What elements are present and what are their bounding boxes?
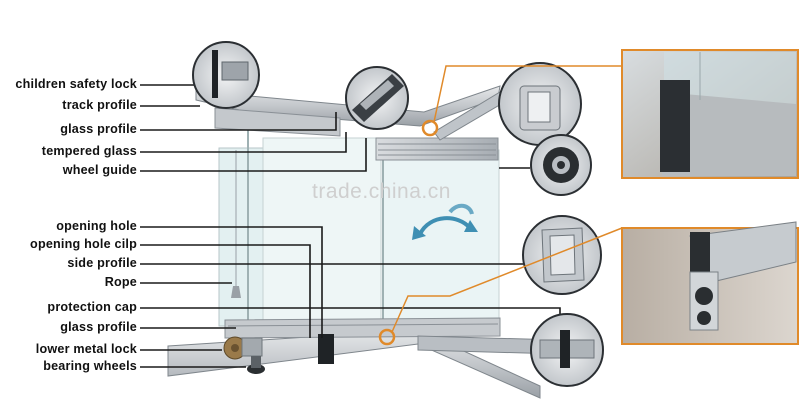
label-side-profile: side profile xyxy=(67,256,137,270)
photo-inset-bottom xyxy=(621,221,799,345)
protection-cap-part xyxy=(318,334,334,364)
detail-circle-safety-lock xyxy=(192,41,260,109)
label-protection-cap: protection cap xyxy=(47,300,137,314)
orange-callout-top xyxy=(421,65,622,137)
label-lower-metal-lock: lower metal lock xyxy=(35,342,137,356)
orange-callout-bottom xyxy=(378,227,623,346)
photo-inset-top xyxy=(621,49,799,179)
label-track-profile: track profile xyxy=(62,98,137,112)
label-glass-profile-bottom: glass profile xyxy=(60,320,137,334)
glass-panel-left xyxy=(218,147,264,327)
watermark-text: trade.china.cn xyxy=(312,180,451,203)
label-glass-profile-top: glass profile xyxy=(60,122,137,136)
bearing-wheel-part xyxy=(247,356,265,374)
rotation-arrow-icon xyxy=(412,203,478,240)
detail-circle-track-profile xyxy=(498,62,582,146)
detail-circle-wheel-guide xyxy=(530,134,592,196)
label-tempered-glass: tempered glass xyxy=(41,144,137,158)
label-opening-hole-clip: opening hole cilp xyxy=(30,237,137,251)
label-children-safety-lock: children safety lock xyxy=(15,77,137,91)
label-opening-hole: opening hole xyxy=(56,219,137,233)
detail-circle-protection-cap xyxy=(530,313,604,387)
leader-lines xyxy=(140,84,561,368)
lower-metal-lock-part xyxy=(223,336,263,360)
label-bearing-wheels: bearing wheels xyxy=(43,359,137,373)
bottom-track-profile xyxy=(167,317,561,399)
detail-circle-side-profile xyxy=(522,215,602,295)
label-wheel-guide: wheel guide xyxy=(62,163,137,177)
label-rope: Rope xyxy=(104,275,137,289)
detail-circle-glass-profile xyxy=(345,66,409,130)
